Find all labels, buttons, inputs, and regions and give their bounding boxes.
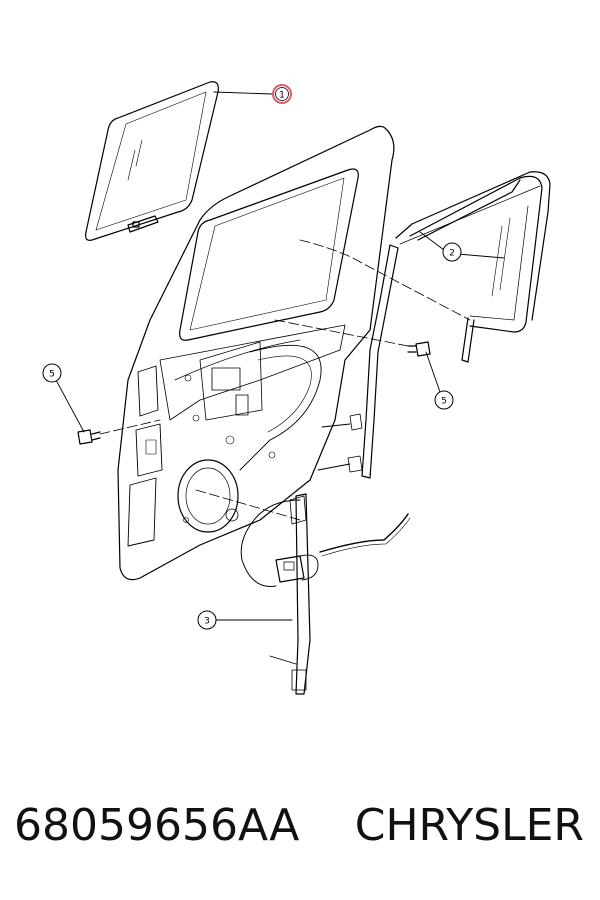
callout-3[interactable]: 3 [197, 610, 217, 630]
part-number: 68059656AA [14, 800, 300, 851]
alignment-lines [99, 239, 471, 521]
callout-1[interactable]: 1 [272, 84, 292, 104]
callout-5-right[interactable]: 5 [434, 390, 454, 410]
callout-2[interactable]: 2 [442, 242, 462, 262]
door-shell [117, 125, 395, 581]
exploded-diagram: 1 2 3 5 5 [42, 81, 551, 695]
quarter-glass [85, 81, 219, 241]
callout-5-left[interactable]: 5 [42, 363, 62, 383]
bolt-left [77, 429, 101, 445]
callout-5-right-label: 5 [441, 397, 447, 407]
callout-5-left-label: 5 [49, 370, 55, 380]
callout-1-label: 1 [279, 91, 285, 101]
window-regulator [240, 493, 411, 695]
bolt-right [407, 341, 431, 357]
leader-lines [55, 91, 505, 665]
door-glass [347, 171, 551, 479]
callout-3-label: 3 [204, 617, 210, 627]
callout-2-label: 2 [449, 249, 455, 259]
brand-name: CHRYSLER [354, 800, 584, 851]
footer: 68059656AA CHRYSLER [0, 800, 600, 870]
